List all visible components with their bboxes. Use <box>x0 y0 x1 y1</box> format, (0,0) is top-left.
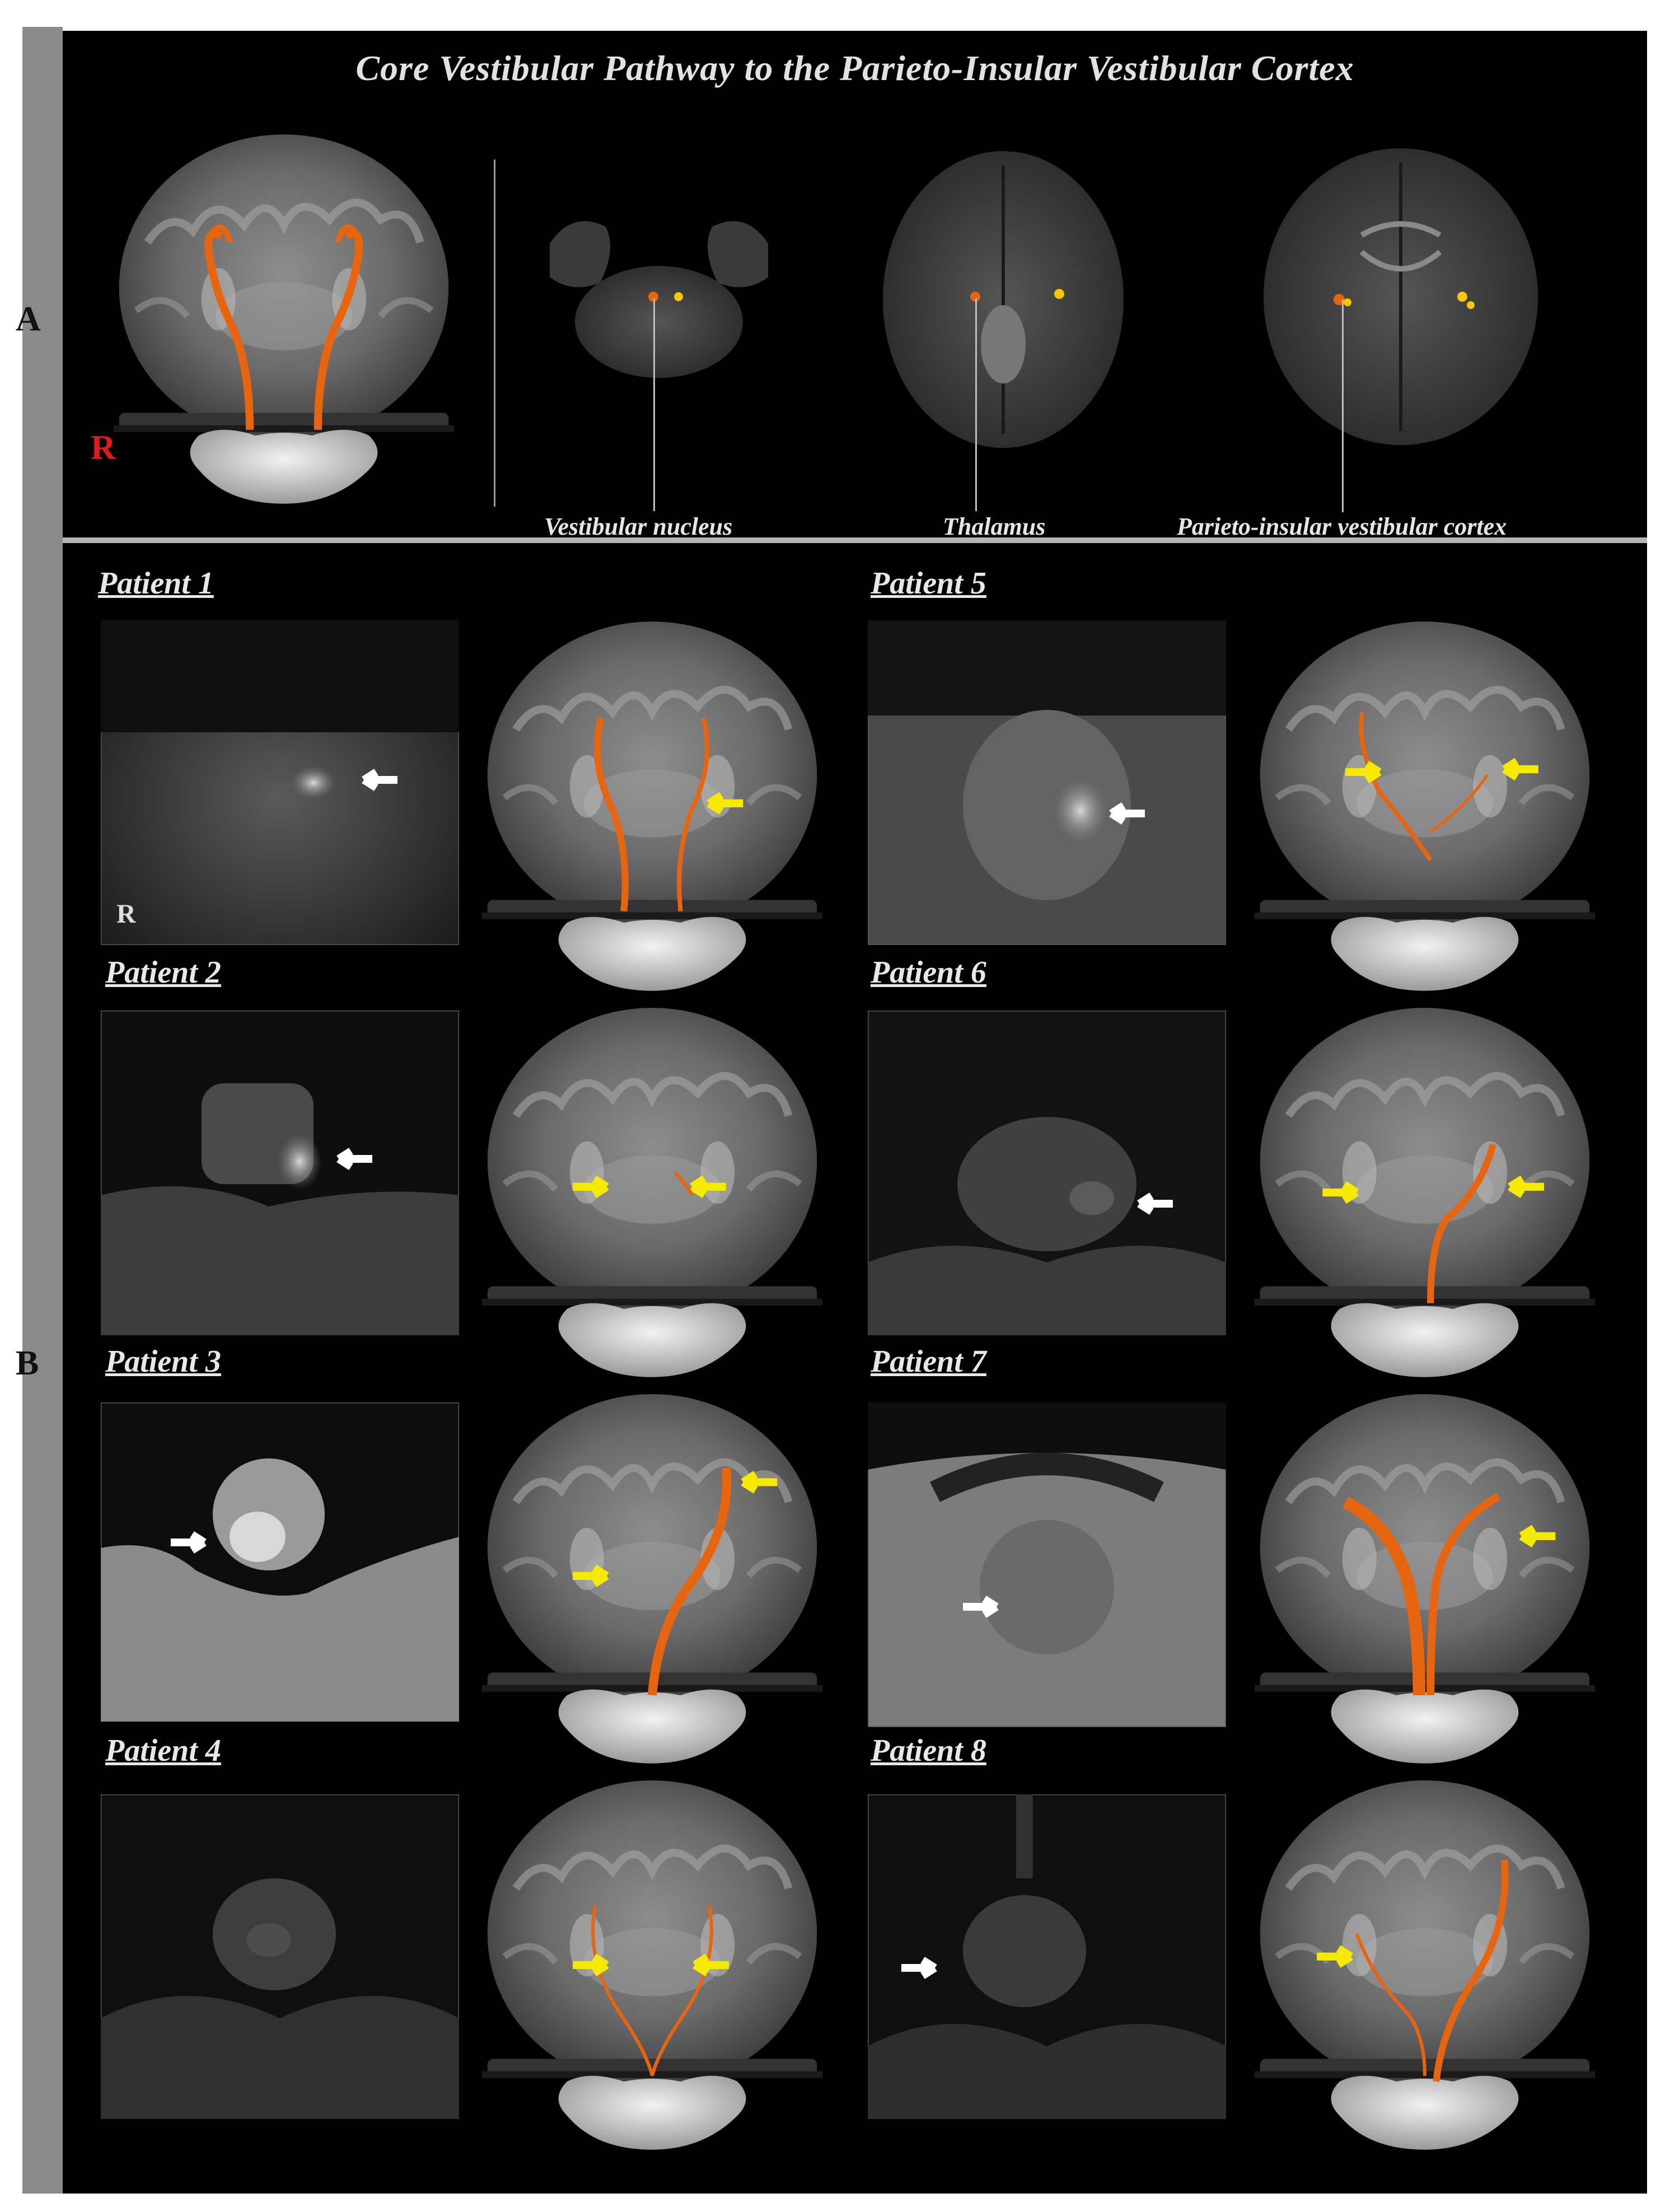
pivc-pointer <box>1342 300 1344 512</box>
label-patient-7: Patient 7 <box>871 1344 986 1379</box>
label-patient-5: Patient 5 <box>871 566 986 601</box>
label-patient-8: Patient 8 <box>871 1733 986 1768</box>
label-patient-1: Patient 1 <box>98 566 214 601</box>
caption-vestibular-nucleus: Vestibular nucleus <box>544 513 733 540</box>
tract-image-patient-4 <box>481 1775 823 2161</box>
panel-b-label: B <box>16 1344 39 1382</box>
dwi-image-patient-4 <box>101 1794 459 2119</box>
dwi-image-patient-7 <box>868 1402 1226 1727</box>
tract-image-patient-2 <box>481 1002 823 1388</box>
axial-brainstem-image <box>550 221 768 378</box>
dwi-image-patient-2 <box>101 1011 459 1335</box>
panel-separator <box>63 537 1647 543</box>
tract-image-patient-3 <box>481 1388 823 1775</box>
orientation-marker-white: R <box>116 899 136 929</box>
panel-a-divider <box>494 160 495 507</box>
coronal-pathway-image <box>91 129 477 515</box>
panel-a: Core Vestibular Pathway to the Parieto-I… <box>63 31 1647 540</box>
caption-pivc: Parieto-insular vestibular cortex <box>1177 513 1507 540</box>
dwi-image-patient-3 <box>101 1402 459 1722</box>
tract-image-patient-5 <box>1254 616 1596 1002</box>
label-patient-3: Patient 3 <box>105 1344 221 1379</box>
axial-pivc-image <box>1264 148 1538 445</box>
dwi-image-patient-5 <box>868 620 1226 945</box>
label-patient-4: Patient 4 <box>105 1733 221 1768</box>
dwi-image-patient-6 <box>868 1011 1226 1335</box>
label-patient-2: Patient 2 <box>105 955 221 990</box>
panel-a-label: A <box>16 300 41 338</box>
dwi-image-patient-8 <box>868 1794 1226 2119</box>
left-margin-bar <box>22 27 63 2194</box>
axial-thalamus-image <box>883 151 1124 448</box>
dwi-image-patient-1 <box>101 620 459 945</box>
tract-image-patient-6 <box>1254 1002 1596 1388</box>
tract-image-patient-7 <box>1254 1388 1596 1775</box>
tract-image-patient-8 <box>1254 1775 1596 2161</box>
caption-thalamus: Thalamus <box>943 513 1046 540</box>
vestibular-nucleus-pointer <box>653 298 655 511</box>
orientation-marker-red: R <box>91 429 116 467</box>
tract-image-patient-1 <box>481 616 823 1002</box>
label-patient-6: Patient 6 <box>871 955 986 990</box>
panel-a-title: Core Vestibular Pathway to the Parieto-I… <box>355 48 1354 88</box>
thalamus-pointer <box>975 298 977 511</box>
